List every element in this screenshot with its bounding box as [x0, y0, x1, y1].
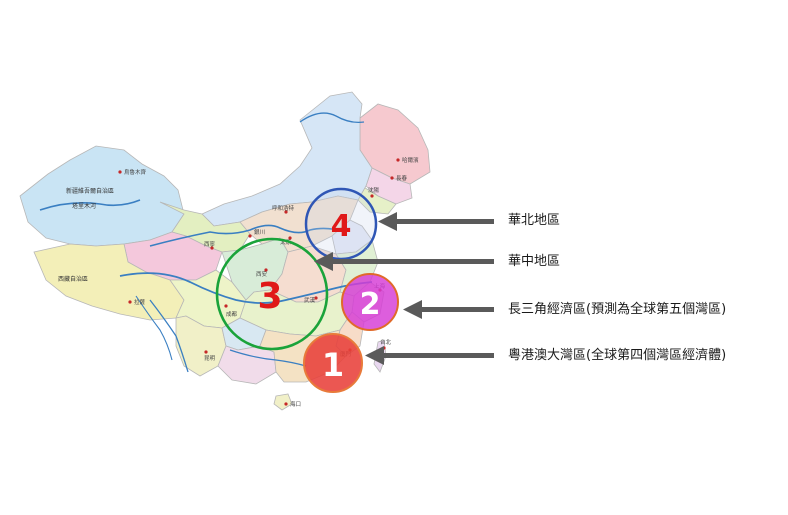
region-3-number: 3: [257, 276, 282, 317]
svg-text:銀川: 銀川: [254, 228, 265, 236]
river-mekong: [149, 299, 189, 373]
svg-text:新疆維吾爾自治區: 新疆維吾爾自治區: [66, 187, 114, 195]
svg-text:塔里木河: 塔里木河: [72, 202, 96, 210]
svg-text:武漢: 武漢: [304, 296, 316, 304]
callout-arrows: [314, 212, 494, 365]
region-2-number: 2: [360, 287, 381, 322]
svg-text:西寧: 西寧: [204, 240, 216, 248]
river-salween: [135, 295, 173, 361]
svg-text:呼和浩特: 呼和浩特: [272, 204, 295, 212]
river-yellow: [149, 224, 347, 247]
svg-text:海口: 海口: [290, 400, 301, 408]
svg-text:昆明: 昆明: [204, 355, 216, 362]
svg-text:成都: 成都: [226, 310, 238, 318]
arrow-region-4: [378, 212, 494, 231]
svg-text:長春: 長春: [396, 174, 408, 182]
region-1-disc: [303, 333, 363, 393]
svg-text:烏魯木齊: 烏魯木齊: [124, 168, 147, 176]
region-1-number: 1: [322, 346, 344, 384]
province-guangxi: [217, 345, 277, 385]
label-north-china: 華北地區: [508, 213, 561, 228]
arrow-region-1: [365, 346, 494, 365]
svg-text:哈爾濱: 哈爾濱: [402, 156, 419, 164]
region-3-ring: [215, 237, 329, 351]
river-heilong: [299, 112, 365, 124]
svg-text:沈陽: 沈陽: [368, 186, 380, 194]
svg-text:台北: 台北: [380, 338, 392, 346]
label-yangtze-delta: 長三角經濟區(預測為全球第五個灣區): [508, 302, 727, 317]
province-xinjiang: [19, 145, 185, 247]
svg-text:西安: 西安: [256, 270, 268, 278]
region-4-number: 4: [331, 209, 352, 244]
svg-text:太原: 太原: [280, 238, 292, 246]
island-hainan: [273, 393, 293, 411]
arrow-region-central: [314, 252, 494, 271]
svg-text:拉薩: 拉薩: [134, 298, 146, 306]
arrow-region-2: [403, 300, 494, 319]
river-tarim: [39, 199, 141, 211]
region-2-disc: [341, 273, 399, 331]
label-central-china: 華中地區: [508, 254, 561, 269]
river-yangtze: [119, 272, 373, 304]
river-pearl: [229, 349, 307, 367]
label-greater-bay-area: 粵港澳大灣區(全球第四個灣區經濟體): [508, 348, 727, 363]
province-jilin: [365, 167, 413, 205]
svg-text:西藏自治區: 西藏自治區: [58, 275, 88, 283]
